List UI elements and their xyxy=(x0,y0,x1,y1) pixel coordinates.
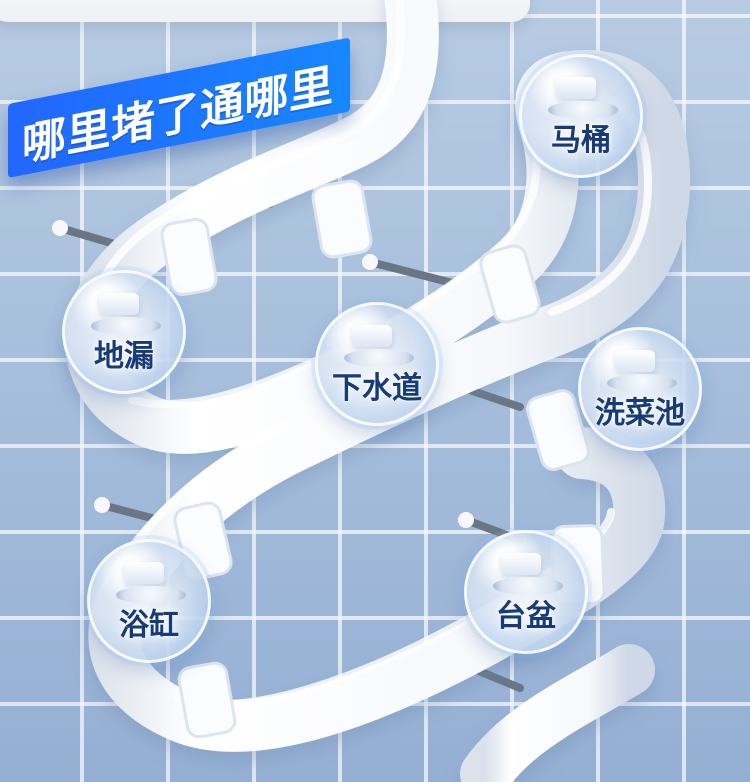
floor-drain-bubble: 地漏 xyxy=(62,270,186,394)
bathtub-label: 浴缸 xyxy=(119,608,179,643)
basin-bubble: 台盆 xyxy=(464,530,588,654)
floor-drain-label: 地漏 xyxy=(94,339,154,374)
sewer-bubble: 下水道 xyxy=(315,302,439,426)
toilet-bubble: 马桶 xyxy=(519,54,643,178)
vegetable-sink-label: 洗菜池 xyxy=(595,396,685,431)
basin-label: 台盆 xyxy=(496,599,556,634)
vegetable-sink-bubble: 洗菜池 xyxy=(578,327,702,451)
sewer-label: 下水道 xyxy=(332,371,422,406)
bathtub-bubble: 浴缸 xyxy=(87,539,211,663)
toilet-label: 马桶 xyxy=(551,123,611,158)
